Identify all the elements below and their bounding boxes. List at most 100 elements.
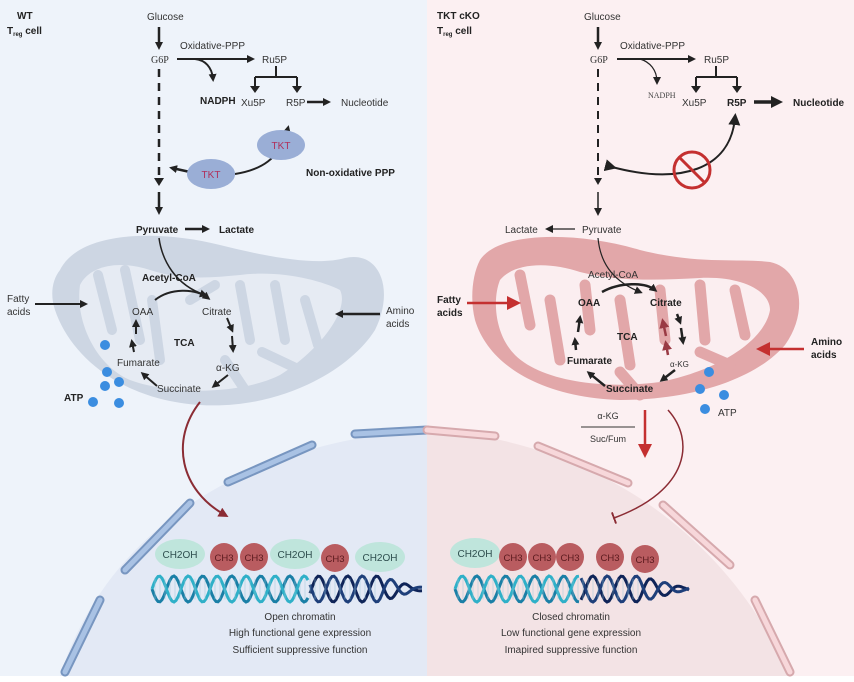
wt-akg-label: α-KG [216,363,240,374]
cko-atp-label: ATP [718,408,737,419]
wt-g6p-label: G6P [151,55,169,66]
cko-amino-acids-label: Amino [811,337,842,348]
cko-citrate-label: Citrate [650,298,682,309]
cko-r5p-label: R5P [727,98,747,109]
svg-text:CH2OH: CH2OH [457,549,492,560]
svg-text:CH3: CH3 [532,553,551,564]
wt-dna-helix [150,574,423,604]
svg-text:Suc/Fum: Suc/Fum [590,434,626,444]
wt-nucleotide-label: Nucleotide [341,98,389,109]
cko-akg-ratio: α-KG Suc/Fum [581,411,635,444]
ch2oh-hydroxymethyl-mark: CH2OH [450,538,500,568]
ch3-methyl-mark: CH3 [631,545,659,573]
wt-fatty-acids-label: Fatty [7,294,29,305]
wt-ru5p-label: Ru5P [262,55,287,66]
cko-reverse-akg-arrow-1 [662,340,672,356]
svg-text:CH3: CH3 [214,553,233,564]
ch2oh-hydroxymethyl-mark: CH2OH [270,539,320,569]
cko-mitochondrion [472,236,800,401]
cko-xu5p-label: Xu5P [682,98,707,109]
cko-pyruvate-label: Pyruvate [582,225,622,236]
wt-acetyl-coa-label: Acetyl-CoA [142,273,196,284]
wt-non-oxidative-ppp-label: Non-oxidative PPP [306,168,395,179]
wt-fumarate-label: Fumarate [117,358,160,369]
cko-fumarate-label: Fumarate [567,356,612,367]
cko-caption: Closed chromatin Low functional gene exp… [501,612,641,656]
wt-tkt-to-glycolysis-arrow [169,165,191,174]
cko-akg-label: α-KG [670,360,689,369]
cko-glucose-label: Glucose [584,12,621,23]
cko-lactate-label: Lactate [505,225,538,236]
cko-title: TKT cKO [437,11,480,22]
wt-lactate-label: Lactate [219,225,254,236]
cko-inhibition-arrow [610,409,684,524]
cko-blocked-nonox-ppp-arrow [603,113,741,176]
svg-text:CH2OH: CH2OH [162,550,197,561]
svg-text:acids: acids [437,308,463,319]
cko-subtitle: Treg cell [437,26,472,38]
wt-glucose-label: Glucose [147,12,184,23]
wt-tca-label: TCA [174,338,195,349]
wt-oaa-label: OAA [132,307,153,318]
ch3-methyl-mark: CH3 [596,543,624,571]
wt-tca-cycle: OAA Citrate TCA α-KG Fumarate Succinate [117,289,240,395]
cko-tca-label: TCA [617,332,638,343]
cko-caption-line-1: Closed chromatin [532,612,610,623]
svg-text:TKT: TKT [202,170,221,181]
wt-caption-line-3: Sufficient suppressive function [233,645,368,656]
wt-xu5p-label: Xu5P [241,98,266,109]
svg-text:CH3: CH3 [244,553,263,564]
wt-pyruvate-label: Pyruvate [136,225,179,236]
ch3-methyl-mark: CH3 [556,543,584,571]
wt-caption-line-1: Open chromatin [264,612,335,623]
wt-tkt-enzyme-upper [257,130,305,160]
wt-amino-acids-label: Amino [386,306,415,317]
wt-citrate-label: Citrate [202,307,232,318]
svg-text:CH2OH: CH2OH [362,553,397,564]
cko-reverse-akg-arrow-2 [659,318,670,337]
wt-caption: Open chromatin High functional gene expr… [229,612,371,656]
wt-atp-label: ATP [64,393,84,404]
wt-nadph-label: NADPH [200,96,236,107]
svg-text:TKT: TKT [272,141,291,152]
wt-tkt-enzyme-lower [187,159,235,189]
ch3-methyl-mark: CH3 [240,543,268,571]
wt-nuclear-signal-arrow [181,401,229,517]
cko-atp-molecules [695,367,729,414]
cko-caption-line-3: Imapired suppressive function [505,645,638,656]
ch3-methyl-mark: CH3 [499,543,527,571]
svg-text:CH3: CH3 [503,553,522,564]
ch3-methyl-mark: CH3 [210,543,238,571]
cko-tca-cycle: OAA Citrate TCA α-KG Fumarate Succinate [567,283,689,395]
svg-text:CH3: CH3 [325,554,344,565]
svg-text:CH3: CH3 [635,555,654,566]
wt-caption-line-2: High functional gene expression [229,628,371,639]
cko-ru5p-label: Ru5P [704,55,729,66]
ch3-methyl-mark: CH3 [528,543,556,571]
wt-nadph-arrow [194,58,217,82]
svg-text:CH2OH: CH2OH [277,550,312,561]
cko-g6p-label: G6P [590,55,608,66]
ch2oh-hydroxymethyl-mark: CH2OH [355,542,405,572]
cko-blocked-icon [672,150,712,190]
wt-histone-marks: CH2OH CH3 CH3 CH2OH CH3 CH2OH [155,539,405,572]
wt-nuclear-envelope [60,425,432,677]
cko-nuclear-envelope [422,425,795,677]
cko-oxidative-ppp-label: Oxidative-PPP [620,41,685,52]
cko-oaa-label: OAA [578,298,600,309]
ch3-methyl-mark: CH3 [321,544,349,572]
wt-title: WT [17,11,33,22]
wt-atp-molecules [88,340,124,408]
cko-nucleotide-label: Nucleotide [793,98,845,109]
cko-fatty-acids-label: Fatty [437,295,461,306]
cko-histone-marks: CH2OH CH3 CH3 CH3 CH3 CH3 [450,538,659,573]
wt-ru5p-split [254,66,298,88]
svg-text:acids: acids [386,319,409,330]
cko-acetyl-coa-label: Acetyl-CoA [588,270,638,281]
wt-oxidative-ppp-label: Oxidative-PPP [180,41,245,52]
cko-nadph-arrow [639,58,661,85]
svg-text:acids: acids [7,307,30,318]
svg-text:CH3: CH3 [600,553,619,564]
svg-text:acids: acids [811,350,837,361]
